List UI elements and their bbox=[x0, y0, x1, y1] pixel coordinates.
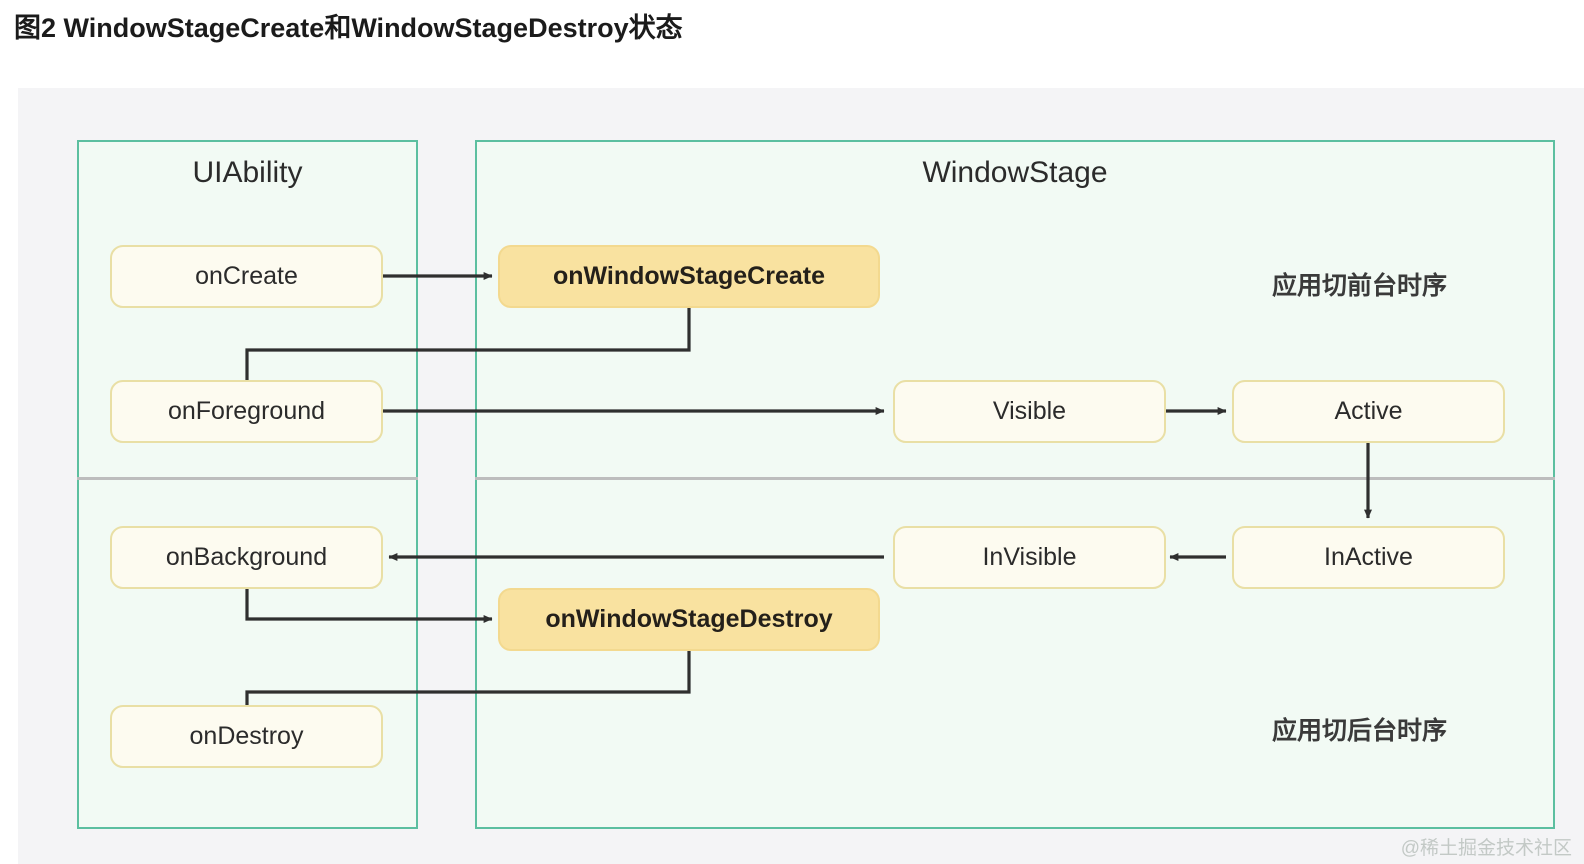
node-invisible[interactable]: InVisible bbox=[893, 526, 1166, 589]
caption-background-sequence: 应用切后台时序 bbox=[1272, 711, 1447, 747]
panel-windowstage: WindowStage bbox=[475, 140, 1555, 829]
panel-windowstage-title: WindowStage bbox=[922, 156, 1108, 189]
node-ondestroy-label: onDestroy bbox=[189, 722, 304, 750]
caption-background-sequence-label: 应用切后台时序 bbox=[1272, 717, 1448, 745]
node-inactive-label: InActive bbox=[1324, 543, 1413, 571]
panel-uiability-title: UIAbility bbox=[192, 156, 303, 189]
node-onforeground-label: onForeground bbox=[167, 397, 326, 425]
node-onwindowstagecreate[interactable]: onWindowStageCreate bbox=[498, 245, 880, 308]
node-ondestroy[interactable]: onDestroy bbox=[110, 705, 383, 768]
section-divider-left bbox=[77, 477, 418, 480]
node-visible-label: Visible bbox=[992, 397, 1067, 425]
node-onbackground[interactable]: onBackground bbox=[110, 526, 383, 589]
node-onwindowstagedestroy[interactable]: onWindowStageDestroy bbox=[498, 588, 880, 651]
node-onforeground[interactable]: onForeground bbox=[110, 380, 383, 443]
node-oncreate-label: onCreate bbox=[195, 262, 298, 290]
node-inactive[interactable]: InActive bbox=[1232, 526, 1505, 589]
node-onwindowstagecreate-label: onWindowStageCreate bbox=[552, 262, 826, 290]
node-oncreate[interactable]: onCreate bbox=[110, 245, 383, 308]
node-active-label: Active bbox=[1334, 397, 1403, 425]
node-active[interactable]: Active bbox=[1232, 380, 1505, 443]
watermark: @稀土掘金技术社区 bbox=[1400, 838, 1572, 859]
page-title: 图2 WindowStageCreate和WindowStageDestroy状… bbox=[14, 13, 683, 43]
diagram-canvas: UIAbility WindowStage bbox=[18, 88, 1584, 864]
caption-foreground-sequence-label: 应用切前台时序 bbox=[1272, 272, 1448, 300]
node-onwindowstagedestroy-label: onWindowStageDestroy bbox=[545, 605, 833, 633]
node-visible[interactable]: Visible bbox=[893, 380, 1166, 443]
node-invisible-label: InVisible bbox=[982, 543, 1077, 571]
node-onbackground-label: onBackground bbox=[165, 543, 328, 571]
section-divider-right bbox=[475, 477, 1555, 480]
caption-foreground-sequence: 应用切前台时序 bbox=[1272, 266, 1447, 302]
